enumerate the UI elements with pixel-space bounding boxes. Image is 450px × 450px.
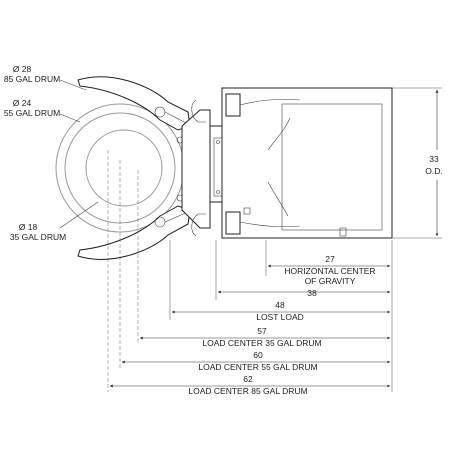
hose-lower	[267, 181, 289, 217]
drum-size-labels: Ø 28 85 GAL DRUM Ø 24 55 GAL DRUM Ø 18 3…	[4, 64, 99, 242]
carriage-inner	[281, 103, 383, 231]
hydraulic-line-lower	[239, 221, 301, 228]
dim-48-value: 48	[275, 300, 285, 310]
lower-cylinder-bracket	[225, 211, 241, 235]
clamp-side-plate	[181, 109, 211, 229]
rear-carriage	[221, 87, 393, 239]
drum-35-outline	[85, 129, 163, 207]
dim-60-label: LOAD CENTER 55 GAL DRUM	[198, 362, 317, 372]
dim-27-label-line2: OF GRAVITY	[305, 276, 356, 286]
hydraulic-line-upper	[239, 98, 301, 106]
fitting-lower	[339, 227, 347, 237]
drum-55-name: 55 GAL DRUM	[4, 108, 60, 118]
hose-upper	[267, 117, 291, 151]
dim-62-label: LOAD CENTER 85 GAL DRUM	[188, 386, 307, 396]
horizontal-dimensions: 27 HORIZONTAL CENTER OF GRAVITY 38 48 LO…	[109, 254, 391, 396]
upper-clamp-arm	[77, 76, 191, 131]
drum-35-leader	[59, 201, 99, 229]
dim-57-value: 57	[257, 326, 267, 336]
drum-55-size: Ø 24	[13, 98, 32, 108]
od-value: 33	[429, 154, 439, 164]
dim-27-label-line1: HORIZONTAL CENTER	[284, 266, 375, 276]
bolt-1	[216, 140, 220, 144]
outer-diameter-dimension: 33 O.D.	[392, 87, 443, 239]
drum-35-name: 35 GAL DRUM	[10, 232, 66, 242]
fitting-upper	[243, 207, 251, 215]
drum-85-size: Ø 28	[13, 64, 32, 74]
drum-center-lines	[107, 150, 393, 392]
carriage-frame	[221, 87, 393, 239]
od-label: O.D.	[425, 166, 442, 176]
upper-cylinder-bracket	[225, 93, 241, 117]
dim-48-label: LOST LOAD	[256, 312, 304, 322]
dim-27-value: 27	[325, 254, 335, 264]
dim-62-value: 62	[243, 374, 253, 384]
drum-35-size: Ø 18	[19, 222, 38, 232]
dim-60-value: 60	[253, 350, 263, 360]
dim-57-label: LOAD CENTER 35 GAL DRUM	[202, 338, 321, 348]
bolt-3	[216, 190, 220, 194]
side-bracket-lower	[191, 213, 206, 237]
lower-clamp-arm	[77, 205, 191, 260]
dim-38-value: 38	[307, 288, 317, 298]
side-bracket-upper	[191, 99, 206, 123]
drum-85-name: 85 GAL DRUM	[4, 74, 60, 84]
drum-85-leader	[59, 79, 87, 91]
drum-55-leader	[59, 113, 81, 123]
